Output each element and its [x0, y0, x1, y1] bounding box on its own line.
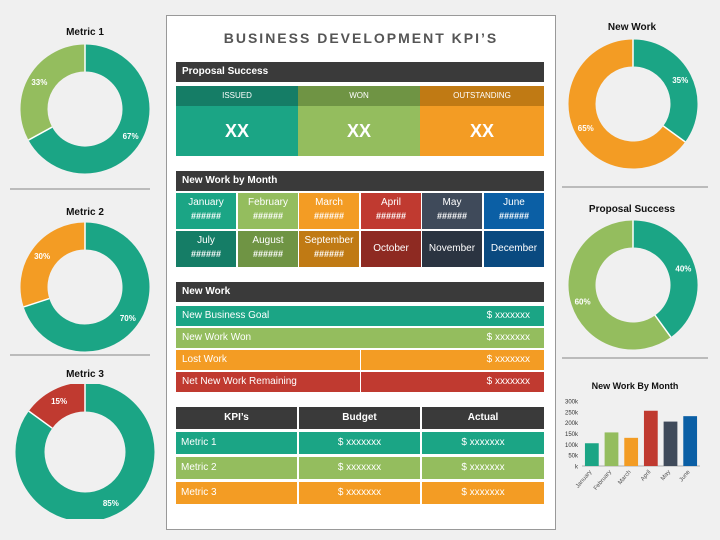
bar-april [643, 410, 658, 466]
won-value: XX [298, 106, 420, 156]
right-divider-2 [562, 357, 708, 359]
metric1-label-1: 33% [31, 78, 47, 87]
new-work-by-month-chart: New Work By Month k 50k 100k 150k 200k 250k 300… [565, 381, 700, 492]
metric2-slice-0 [23, 222, 150, 352]
metric1-label-0: 67% [123, 132, 139, 141]
outstanding-value: XX [420, 106, 544, 156]
bar-may [663, 421, 678, 466]
metric1-slice-0 [28, 44, 150, 174]
bar-january [584, 443, 599, 466]
proposal-slice-0 [632, 220, 698, 338]
x-tick-label: March [617, 469, 632, 486]
metric3-separator-1 [28, 410, 53, 429]
month-november: November [422, 231, 482, 267]
kpi-row1-budget: $ xxxxxxx [299, 432, 420, 454]
x-tick-label: May [660, 469, 672, 482]
kpi-row3-name: Metric 3 [176, 482, 297, 504]
month-july: July###### [176, 231, 236, 267]
proposal-success-donut-title: Proposal Success [588, 204, 676, 215]
new-work-title: New Work [607, 22, 657, 33]
month-august: August###### [238, 231, 298, 267]
issued-value: XX [176, 106, 298, 156]
kpi-row1-actual: $ xxxxxxx [422, 432, 544, 454]
metric2-title: Metric 2 [66, 207, 104, 218]
kpi-header-kpi: KPI’s [176, 407, 297, 429]
y-tick-label: 150k [565, 432, 579, 438]
month-june: June###### [484, 193, 544, 229]
y-tick-label: 250k [565, 410, 579, 416]
month-march: March###### [299, 193, 359, 229]
metric2-slice-1 [20, 222, 86, 307]
metric3-slice-0 [15, 384, 155, 519]
kpi-row2-budget: $ xxxxxxx [299, 457, 420, 479]
y-tick-label: 300k [565, 400, 579, 406]
metric2-donut: 70% 30% [20, 222, 150, 352]
metric1-donut: 67% 33% [20, 44, 150, 174]
kpi-row1-name: Metric 1 [176, 432, 297, 454]
proposal-success-donut: 40% 60% [568, 220, 698, 350]
metric3-slice-1 [28, 384, 86, 429]
kpi-row3-actual: $ xxxxxxx [422, 482, 544, 504]
proposal-slice-1 [568, 220, 671, 350]
kpi-row2-name: Metric 2 [176, 457, 297, 479]
new-work-slice-1 [568, 39, 686, 169]
new-business-goal-row: New Business Goal$ xxxxxxx [176, 306, 544, 326]
kpi-row2-actual: $ xxxxxxx [422, 457, 544, 479]
kpi-header-actual: Actual [422, 407, 544, 429]
proposal-separator-1 [654, 314, 672, 338]
left-divider-1 [10, 188, 150, 190]
metric2-label-0: 70% [120, 314, 136, 323]
new-work-by-month-header: New Work by Month [176, 171, 544, 191]
month-january: January###### [176, 193, 236, 229]
month-may: May###### [422, 193, 482, 229]
kpi-header-budget: Budget [299, 407, 420, 429]
kpi-row3-budget: $ xxxxxxx [299, 482, 420, 504]
page-title: BUSINESS DEVELOPMENT KPI’S [223, 30, 499, 46]
bar-february [604, 432, 619, 466]
new-work-separator-1 [662, 125, 686, 143]
x-tick-label: February [593, 469, 613, 491]
x-tick-label: January [575, 469, 593, 489]
month-february: February###### [238, 193, 298, 229]
new-work-won-row: New Work Won$ xxxxxxx [176, 328, 544, 348]
metric3-donut: 85% 15% [15, 384, 155, 519]
lost-work-row: Lost Work$ xxxxxxx [176, 350, 544, 370]
right-divider-1 [562, 186, 708, 188]
issued-label: ISSUED [176, 86, 298, 106]
bar-june [683, 416, 698, 466]
won-label: WON [298, 86, 420, 106]
new-work-slice-0 [632, 39, 698, 142]
new-work-donut: 35% 65% [568, 39, 698, 169]
x-tick-label: June [679, 469, 692, 483]
metric1-separator-1 [28, 126, 53, 141]
net-new-work-row: Net New Work Remaining$ xxxxxxx [176, 372, 544, 392]
outstanding-label: OUTSTANDING [420, 86, 544, 106]
proposal-label-0: 40% [675, 265, 691, 274]
metric3-label-0: 85% [103, 499, 119, 508]
bar-march [624, 437, 639, 466]
y-tick-label: 50k [568, 454, 579, 460]
metric2-label-1: 30% [34, 252, 50, 261]
new-work-header: New Work [176, 282, 544, 302]
y-tick-label: 100k [565, 443, 579, 449]
month-december: December [484, 231, 544, 267]
left-divider-2 [10, 354, 150, 356]
metric1-title: Metric 1 [66, 27, 104, 38]
new-work-label-1: 65% [578, 124, 594, 133]
metric3-label-1: 15% [51, 397, 67, 406]
metric1-slice-1 [20, 44, 86, 141]
proposal-label-1: 60% [575, 297, 591, 306]
month-october: October [361, 231, 421, 267]
x-tick-label: April [640, 469, 652, 482]
y-tick-label: 200k [565, 421, 579, 427]
y-tick-label: k [575, 465, 579, 471]
proposal-success-header: Proposal Success [176, 62, 544, 82]
metric3-title: Metric 3 [66, 369, 104, 380]
new-work-label-0: 35% [672, 76, 688, 85]
chart-title: New Work By Month [592, 381, 679, 391]
metric2-separator-1 [23, 297, 50, 308]
month-april: April###### [361, 193, 421, 229]
month-september: September###### [299, 231, 359, 267]
